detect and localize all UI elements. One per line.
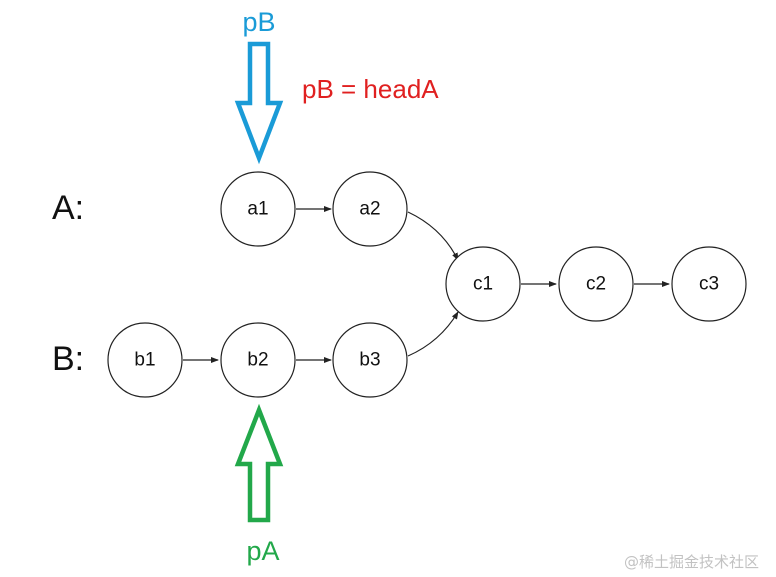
node-c1-label: c1 xyxy=(473,274,493,295)
edges xyxy=(183,206,670,363)
edge-a2-c1 xyxy=(407,211,459,261)
watermark: @稀土掘金技术社区 xyxy=(624,553,759,571)
pointer-pb-arrow-icon xyxy=(234,41,284,165)
node-b1-label: b1 xyxy=(134,350,155,371)
edge-b3-c1 xyxy=(407,311,459,357)
node-a1-label: a1 xyxy=(247,199,268,220)
node-b1: b1 xyxy=(107,322,183,398)
pointer-pa-arrow-icon xyxy=(234,403,284,523)
annotation-pb-equals-heada: pB = headA xyxy=(302,74,439,104)
list-a-label: A: xyxy=(52,189,84,227)
node-c3: c3 xyxy=(671,246,747,322)
pointer-pa-label: pA xyxy=(246,536,279,566)
node-a2-label: a2 xyxy=(359,199,380,220)
node-a2: a2 xyxy=(332,171,408,247)
node-c1: c1 xyxy=(445,246,521,322)
node-b2: b2 xyxy=(220,322,296,398)
pointer-pb-label: pB xyxy=(242,7,275,37)
node-c3-label: c3 xyxy=(699,274,719,295)
node-c2: c2 xyxy=(558,246,634,322)
pointer-pa: pA xyxy=(234,403,284,566)
list-b-label: B: xyxy=(52,340,84,378)
node-b3-label: b3 xyxy=(359,350,380,371)
node-a1: a1 xyxy=(220,171,296,247)
node-c2-label: c2 xyxy=(586,274,606,295)
pointer-pb: pB xyxy=(234,7,284,165)
node-b2-label: b2 xyxy=(247,350,268,371)
node-b3: b3 xyxy=(332,322,408,398)
